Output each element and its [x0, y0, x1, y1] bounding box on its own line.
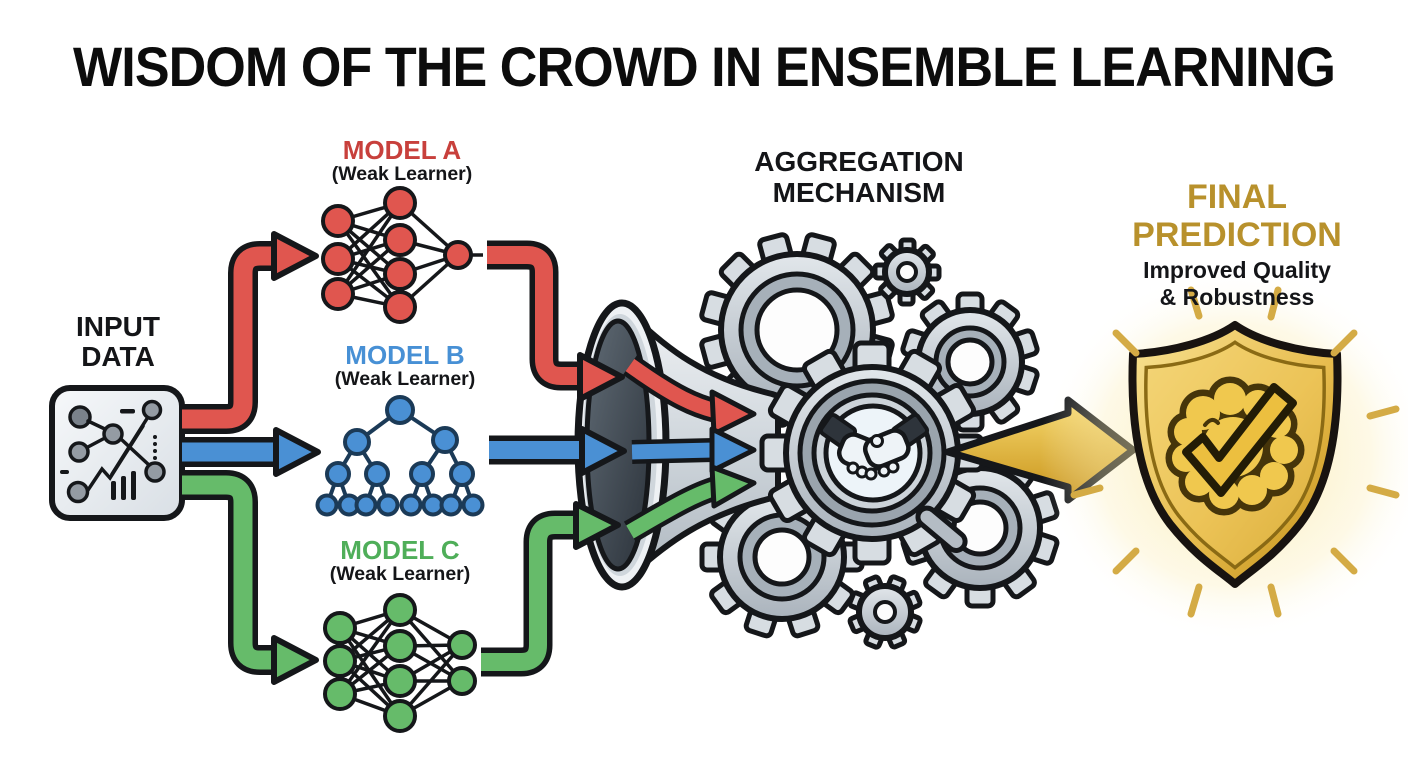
model-b-label: MODEL B (Weak Learner)	[295, 342, 515, 390]
aggregation-label: AGGREGATION MECHANISM	[738, 146, 980, 209]
magnifier-icon	[915, 505, 968, 553]
brain-checkmark-icon	[1165, 376, 1305, 516]
arrow-model-b-to-funnel	[489, 426, 627, 476]
aggregation-line1: AGGREGATION	[754, 146, 964, 177]
central-gear	[762, 343, 982, 563]
model-c-subtitle: (Weak Learner)	[329, 563, 471, 585]
gear-small-bottom	[849, 576, 921, 648]
model-a-neural-network	[321, 186, 473, 324]
final-prediction-line2: PREDICTION	[1132, 216, 1342, 255]
arrow-model-c-to-funnel	[481, 501, 621, 677]
final-prediction-label: FINAL PREDICTION	[1115, 178, 1359, 254]
model-b-subtitle: (Weak Learner)	[334, 368, 476, 390]
shield-icon	[1040, 267, 1408, 643]
model-a-subtitle: (Weak Learner)	[331, 163, 473, 185]
arrow-model-a-to-funnel	[470, 240, 625, 402]
shield-rays	[1070, 286, 1400, 618]
gear-top-right	[902, 294, 1039, 430]
converging-arrows	[623, 355, 757, 543]
arrow-input-to-model-a	[182, 231, 319, 434]
model-c-name: MODEL C	[340, 535, 460, 565]
model-a-label: MODEL A (Weak Learner)	[292, 137, 512, 185]
final-prediction-subline1: Improved Quality	[1143, 257, 1331, 283]
arrow-input-to-model-c	[182, 470, 319, 685]
model-b-name: MODEL B	[345, 340, 465, 370]
input-data-label: INPUT DATA	[38, 312, 198, 372]
model-a-name: MODEL A	[342, 135, 462, 165]
aggregation-line2: MECHANISM	[772, 177, 946, 209]
final-prediction-subline2: & Robustness	[1159, 283, 1315, 310]
arrow-input-to-model-b	[182, 427, 321, 477]
model-c-label: MODEL C (Weak Learner)	[290, 537, 510, 585]
model-c-neural-network	[323, 593, 477, 733]
model-b-decision-tree	[315, 395, 485, 517]
input-data-line2: DATA	[81, 340, 155, 372]
final-prediction-line1: FINAL	[1186, 178, 1288, 216]
input-data-line1: INPUT	[76, 311, 160, 342]
gear-small-top	[875, 240, 939, 304]
page-title: WISDOM OF THE CROWD IN ENSEMBLE LEARNING	[73, 35, 1336, 98]
final-prediction-subtitle: Improved Quality & Robustness	[1115, 257, 1359, 310]
handshake-icon	[818, 412, 930, 481]
input-data-chart-icon	[49, 385, 185, 521]
